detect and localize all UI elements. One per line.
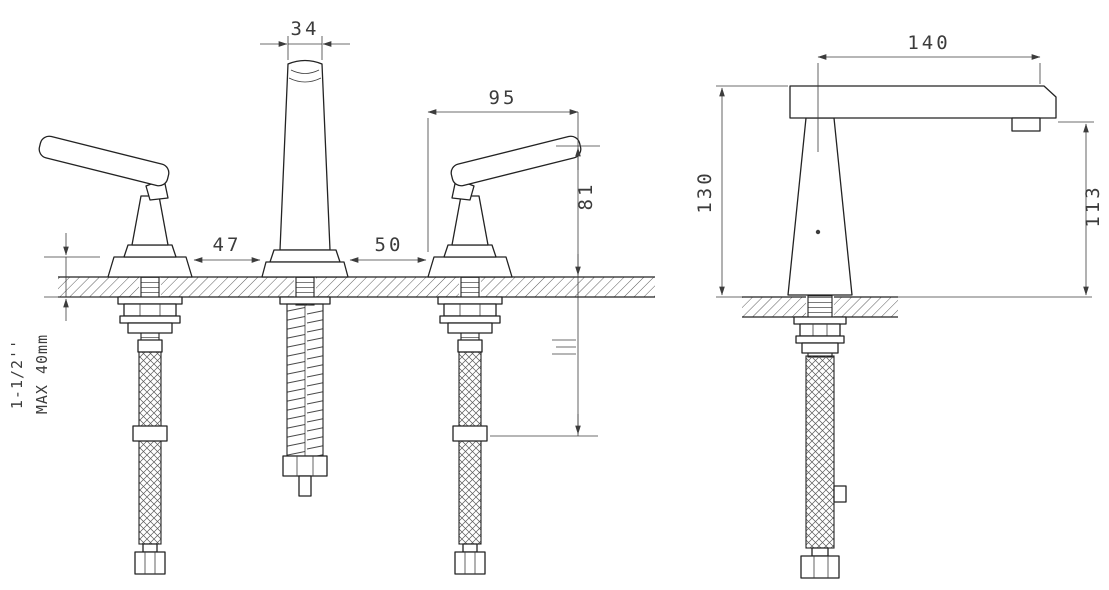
spout-body (279, 59, 331, 251)
handle-right (427, 135, 582, 278)
dim-spout-reach: 140 (817, 32, 1041, 152)
left-supply-hose (132, 351, 168, 575)
side-supply-hose (800, 355, 847, 579)
spout-flange (261, 261, 349, 278)
dim-label-81: 81 (575, 182, 597, 211)
handle-lever (38, 135, 170, 187)
dim-right-gap: 50 (349, 234, 427, 263)
hose-fitting (833, 485, 847, 503)
dim-label-50: 50 (375, 234, 404, 256)
dim-label-34: 34 (291, 18, 320, 40)
right-mounting-hardware (437, 276, 503, 353)
dim-left-gap: 47 (193, 234, 261, 263)
note-max-thickness: MAX 40mm (33, 334, 51, 414)
left-mounting-hardware (117, 276, 183, 353)
side-view: 140 130 113 (694, 32, 1104, 579)
dim-label-47: 47 (213, 234, 242, 256)
spout-arm (789, 85, 1057, 119)
note-connector-size: 1-1/2'' (8, 339, 26, 409)
hose-collar (452, 425, 488, 442)
handle-left (38, 135, 193, 278)
handle-flange (107, 256, 193, 278)
body-column (787, 117, 853, 296)
dim-label-113: 113 (1082, 184, 1104, 227)
aerator (1011, 117, 1041, 132)
handle-stem (451, 195, 489, 246)
dim-spout-width: 34 (260, 18, 350, 60)
dim-label-140: 140 (907, 32, 950, 54)
dim-outlet-height: 113 (898, 121, 1104, 298)
hose-collar (132, 425, 168, 442)
dim-total-height: 130 (694, 85, 788, 298)
hex-nut (454, 551, 486, 575)
body-mark (815, 229, 821, 235)
front-view: 34 95 47 50 81 (8, 18, 655, 575)
hex-nut (800, 555, 840, 579)
handle-flange (427, 256, 513, 278)
hex-nut (282, 455, 328, 477)
dim-handle-height: 81 (490, 112, 600, 437)
dim-handle-span: 95 (427, 87, 579, 252)
spout-front (261, 59, 349, 278)
deck-thickness-note: 1-1/2'' MAX 40mm (8, 233, 100, 414)
side-faucet-body (787, 85, 1057, 296)
center-mounting-hardware (279, 276, 331, 306)
side-mounting-hardware (793, 316, 847, 354)
right-supply-hose (452, 351, 488, 575)
handle-stem (131, 195, 169, 246)
handle-lever (450, 135, 582, 187)
spout-mouth (288, 77, 322, 83)
dim-label-130: 130 (694, 170, 716, 213)
center-supply-hose (282, 303, 328, 497)
dim-label-95: 95 (489, 87, 518, 109)
hex-nut (134, 551, 166, 575)
